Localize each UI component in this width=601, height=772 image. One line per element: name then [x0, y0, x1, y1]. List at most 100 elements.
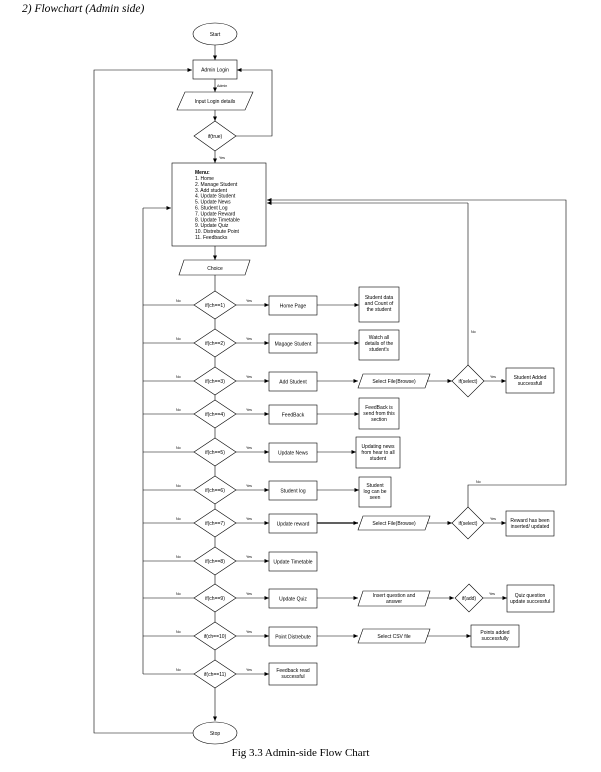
result-line: Student — [366, 483, 384, 489]
decision-row-7: No if(ch==7) Yes Update reward Select Fi… — [143, 198, 567, 540]
yes-label: Yes — [246, 555, 252, 559]
action-label: Home Page — [280, 304, 307, 310]
decision-row-11: No if(ch==11) Yes Feedback read successf… — [143, 659, 318, 689]
result-line: the student — [367, 307, 392, 313]
result-line: successfully — [482, 636, 509, 642]
decision-label: if(ch==9) — [205, 596, 225, 602]
result-box — [358, 397, 400, 430]
yes-label: Yes — [246, 668, 252, 672]
check-label: if(add) — [462, 596, 477, 602]
section-heading: 2) Flowchart (Admin side) — [22, 3, 145, 15]
result-line: Student data — [365, 295, 394, 301]
action-box — [268, 480, 318, 501]
result-box — [505, 510, 555, 537]
result-box — [505, 367, 555, 394]
result-line: Reward has been — [510, 518, 549, 524]
no-label: No — [176, 630, 181, 634]
action-box — [268, 404, 318, 425]
result-box — [358, 329, 400, 361]
if-true-yes-label: Yes — [219, 156, 225, 160]
choice-parallelogram — [178, 259, 251, 276]
action-label: Update News — [278, 451, 309, 457]
io-label: Insert question and — [373, 593, 416, 599]
io-parallelogram — [357, 373, 431, 389]
menu-item: 10. Distrebute Point — [195, 229, 240, 235]
decision-label: if(ch==2) — [205, 341, 225, 347]
io-parallelogram — [357, 515, 431, 531]
yes-label: Yes — [489, 592, 495, 596]
action-box — [268, 295, 318, 316]
decision-label: if(ch==5) — [205, 450, 225, 456]
action-box — [268, 371, 318, 392]
decision-label: if(ch==11) — [204, 672, 226, 678]
decision-label: if(ch==10) — [204, 634, 227, 640]
action-label: FeedBack — [282, 413, 305, 419]
input-login-parallelogram — [176, 91, 254, 111]
result-box — [506, 584, 555, 613]
no-label: No — [176, 375, 181, 379]
action-box — [268, 588, 318, 609]
io-label: Select CSV file — [377, 634, 411, 640]
no-label: No — [176, 668, 181, 672]
decision-label: if(ch==3) — [205, 379, 225, 385]
yes-label: Yes — [246, 446, 252, 450]
action-label: Student log — [280, 489, 306, 495]
result-line: and Count of — [365, 301, 394, 307]
decision-diamond — [193, 508, 237, 538]
decision-label: if(ch==1) — [205, 303, 225, 309]
decision-label: if(ch==8) — [205, 559, 225, 565]
result-box — [358, 476, 392, 508]
action-box — [268, 662, 318, 686]
stop-terminal — [192, 721, 238, 745]
result-line: successfull — [518, 381, 542, 387]
decision-diamond — [193, 399, 237, 429]
result-box — [470, 624, 520, 648]
yes-label: Yes — [246, 375, 252, 379]
decision-row-3: No if(ch==3) Yes Add Student Select File… — [143, 201, 555, 398]
io-parallelogram — [357, 628, 431, 644]
check-diamond — [451, 364, 485, 398]
decision-label: if(ch==6) — [205, 488, 225, 494]
input-login-label: Input Login details — [195, 99, 236, 105]
decision-diamond — [193, 659, 237, 689]
menu-item: 2. Manage Student — [195, 182, 238, 188]
menu-item: 1. Home — [195, 176, 214, 182]
result-box — [358, 286, 400, 323]
action-label: Update Timetable — [273, 560, 312, 566]
result-line: Watch all — [369, 335, 389, 341]
no-label: No — [176, 299, 181, 303]
result-line: log can be — [363, 489, 386, 495]
menu-item: 7. Update Reward — [195, 211, 236, 217]
menu-item: 3. Add student — [195, 188, 228, 194]
result-line: inserted/ updated — [511, 524, 550, 530]
result-line: from hear to all — [361, 450, 394, 456]
yes-label: Yes — [246, 630, 252, 634]
action-label: Update Quiz — [279, 597, 307, 603]
decision-row-8: No if(ch==8) Yes Update Timetable — [143, 546, 318, 576]
no-label: No — [176, 408, 181, 412]
yes-label: Yes — [246, 337, 252, 341]
io-parallelogram — [357, 590, 431, 607]
action-box — [268, 551, 318, 572]
yes-label: Yes — [246, 408, 252, 412]
result-line: Quiz question — [515, 593, 546, 599]
start-label: Start — [210, 32, 221, 38]
yes-label: Yes — [490, 375, 496, 379]
result-line: FeedBack is — [365, 405, 393, 411]
yes-label: Yes — [246, 484, 252, 488]
action-label: Update reward — [277, 522, 310, 528]
yes-label: Yes — [246, 517, 252, 521]
no-label: No — [176, 337, 181, 341]
action-box — [268, 333, 318, 354]
select-no-line — [267, 198, 567, 507]
action-label: Point Distrebute — [275, 635, 311, 641]
admin-edge-label: Admin — [217, 84, 227, 88]
decision-row-1: No if(ch==1) Yes Home Page Student data … — [143, 286, 400, 323]
menu-item: 11. Feedbacks — [195, 235, 228, 241]
io-label: answer — [386, 599, 402, 605]
action-box — [268, 626, 318, 647]
decision-diamond — [193, 546, 237, 576]
no-label: No — [476, 480, 481, 484]
menu-item: 6. Student Log — [195, 206, 228, 212]
